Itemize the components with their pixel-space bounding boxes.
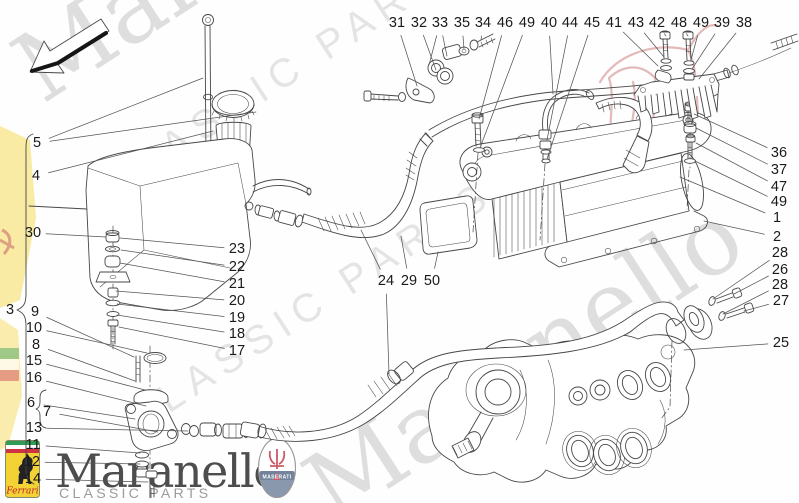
oil-pipe-top	[428, 33, 799, 138]
filler-cap	[211, 90, 255, 123]
return-hose-lower	[239, 301, 685, 442]
ferrari-wordmark: Ferrari	[5, 487, 38, 497]
ferrari-stripe-white	[6, 445, 39, 449]
feed-hose-upper	[301, 132, 434, 239]
oil-tank	[85, 138, 312, 311]
leader-lines	[43, 31, 770, 483]
ferrari-stripe-green	[6, 441, 39, 445]
prancing-horse-icon	[18, 453, 33, 484]
left-group-bracket	[16, 133, 88, 485]
engine-block	[428, 334, 696, 483]
cooler-elbow-hose	[595, 97, 653, 174]
hose-clamp-parts	[363, 33, 496, 104]
tank-mount-hardware	[95, 225, 131, 351]
cooler-gasket	[419, 195, 478, 255]
oil-cooler	[459, 111, 712, 268]
maserati-wordmark: MASERATI	[263, 474, 292, 480]
direction-arrow	[29, 18, 110, 74]
cooler-bolts	[471, 89, 595, 241]
cooler-end-bolts	[683, 98, 697, 210]
bracket-bolts	[654, 30, 695, 84]
comb-bracket	[633, 73, 720, 120]
thermostat-flange	[660, 287, 755, 420]
classic-parts-wordmark: CLASSIC PARTS	[59, 486, 212, 502]
ferrari-stripe-red	[6, 449, 39, 453]
maranello-wordmark: Maranello	[55, 444, 281, 498]
dipstick	[202, 14, 214, 174]
trident-icon	[268, 449, 286, 480]
ferrari-shield-watermark	[0, 126, 36, 450]
ferrari-logo: Ferrari	[5, 440, 40, 498]
oil-outlet-assembly	[124, 345, 250, 502]
